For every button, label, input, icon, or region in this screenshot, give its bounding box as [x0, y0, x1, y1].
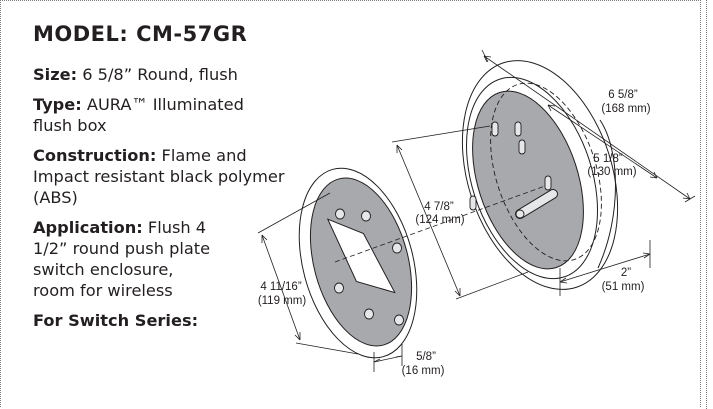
dim-outer-in: 6 5/8” — [608, 89, 638, 101]
spec-size: Size: 6 5/8” Round, flush — [33, 64, 295, 85]
dim-faceplate-mm: (124 mm) — [415, 214, 464, 226]
spec-construction-value: Flame and Impact resistant black polymer… — [33, 146, 285, 207]
back-box-pegs — [469, 121, 552, 211]
dim-height-in: 4 11/16” — [260, 281, 302, 293]
spec-application: Application: Flush 4 1/2” round push pla… — [33, 217, 211, 301]
mounting-plate-bosses — [334, 208, 404, 326]
spec-size-label: Size: — [33, 65, 78, 84]
dim-inner-mm: (130 mm) — [587, 166, 636, 178]
dim-depth-in: 2” — [621, 267, 631, 279]
spec-application-value: Flush 4 1/2” round push plate switch enc… — [33, 218, 211, 300]
spec-application-label: Application: — [33, 218, 143, 237]
spec-type: Type: AURA™ Illuminated flush box — [33, 94, 273, 136]
dim-thickness-in: 5/8” — [416, 351, 436, 363]
dim-faceplate-in: 4 7/8” — [424, 201, 454, 213]
spec-type-label: Type: — [33, 95, 82, 114]
dim-depth-mm: (51 mm) — [602, 281, 645, 293]
dim-thickness-mm: (16 mm) — [402, 365, 445, 377]
spec-switch-series: For Switch Series: — [33, 310, 295, 331]
center-axis — [334, 185, 546, 263]
spec-list: Size: 6 5/8” Round, flush Type: AURA™ Il… — [33, 64, 295, 340]
spec-size-value: 6 5/8” Round, flush — [77, 65, 238, 84]
column-divider — [706, 0, 707, 409]
dim-inner-in: 5 1/8” — [593, 153, 623, 165]
spec-switch-series-label: For Switch Series: — [33, 311, 199, 330]
dimension-lines — [257, 49, 696, 372]
mounting-plate — [298, 167, 418, 359]
spec-construction-label: Construction: — [33, 146, 157, 165]
spec-type-value: AURA™ Illuminated flush box — [33, 95, 244, 135]
page-frame — [0, 0, 701, 407]
model-title: MODEL: CM-57GR — [33, 22, 248, 46]
dim-height-mm: (119 mm) — [258, 295, 307, 307]
dim-outer-mm: (168 mm) — [601, 103, 650, 115]
back-box — [461, 60, 619, 290]
dimension-labels: 6 5/8” (168 mm) 5 1/8” (130 mm) 4 7/8” (… — [258, 89, 651, 377]
back-box-post — [515, 189, 558, 219]
spec-construction: Construction: Flame and Impact resistant… — [33, 145, 295, 208]
